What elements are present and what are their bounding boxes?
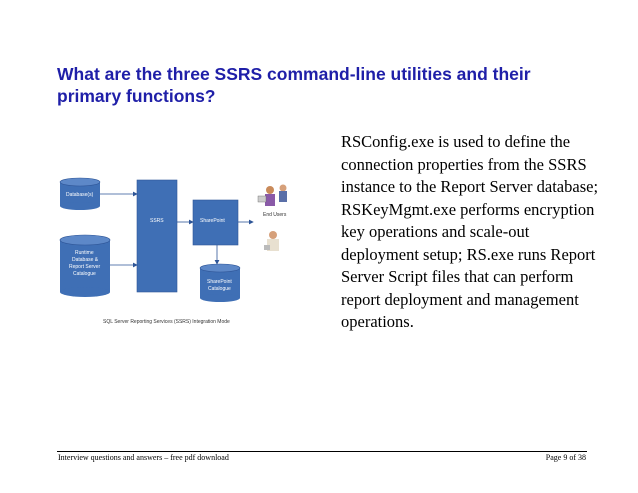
- sharepoint-catalogue-cylinder: SharePoint Catalogue: [199, 263, 241, 302]
- runtime-label-2: Database &: [72, 257, 99, 263]
- end-users-label: End Users: [263, 212, 287, 218]
- answer-text: RSConfig.exe is used to define the conne…: [341, 132, 599, 331]
- runtime-label-3: Report Server: [69, 264, 100, 270]
- databases-label: Database(s): [66, 192, 94, 198]
- footer-page-number: Page 9 of 38: [545, 453, 586, 462]
- databases-cylinder: Database(s): [59, 177, 101, 210]
- ssrs-label: SSRS: [150, 218, 164, 224]
- sharepoint-box: SharePoint: [192, 199, 239, 246]
- footer-source: Interview questions and answers – free p…: [58, 453, 229, 462]
- slide-title: What are the three SSRS command-line uti…: [57, 64, 531, 106]
- diagram-caption: SQL Server Reporting Services (SSRS) Int…: [103, 319, 230, 325]
- footer-divider: [57, 451, 587, 452]
- diagram-connectors: [100, 191, 254, 268]
- sharepoint-label: SharePoint: [200, 218, 225, 224]
- runtime-label-4: Catalogue: [73, 271, 96, 277]
- sp-catalogue-label-2: Catalogue: [208, 286, 231, 292]
- runtime-database-cylinder: Runtime Database & Report Server Catalog…: [59, 234, 111, 297]
- sp-catalogue-label-1: SharePoint: [207, 279, 232, 285]
- ssrs-box: SSRS: [136, 179, 178, 293]
- ssrs-integration-diagram: Database(s) Runtime Database & Report Se…: [59, 177, 287, 325]
- end-users-icon: [257, 184, 287, 251]
- runtime-label-1: Runtime: [75, 250, 94, 256]
